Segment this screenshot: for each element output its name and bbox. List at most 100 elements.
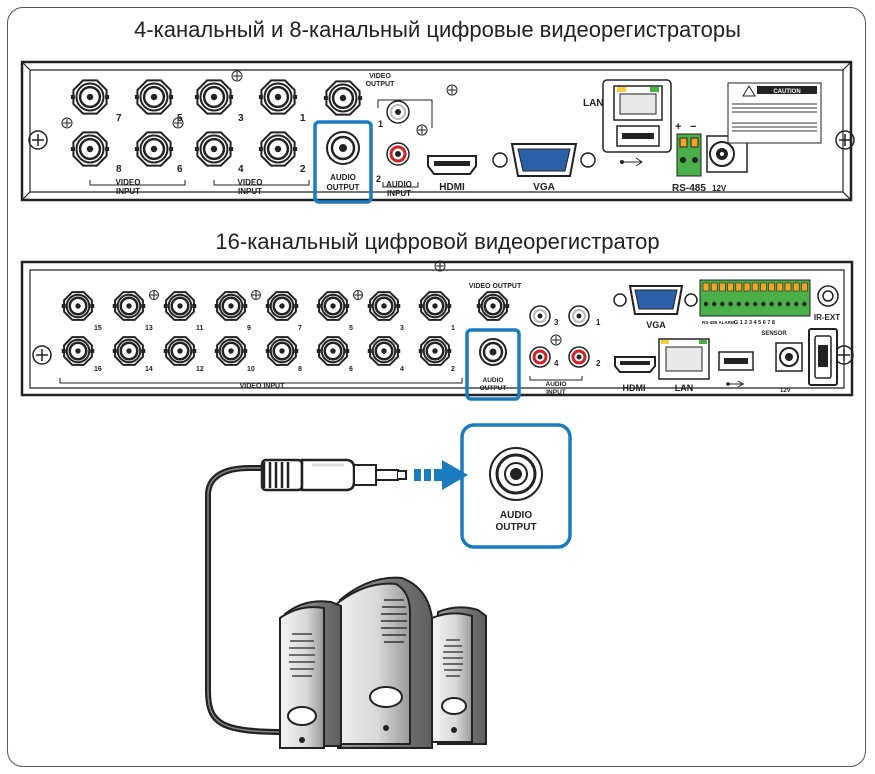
bnc-label-2: 2 — [300, 164, 306, 175]
audio-input-number: 3 — [554, 318, 559, 327]
ir-ext-jack — [817, 285, 839, 307]
hdmi-label: HDMI — [439, 182, 465, 193]
power-jack — [706, 135, 748, 173]
audio-output-label: AUDIO — [330, 173, 356, 182]
video-input-label: VIDEO INPUT — [240, 383, 285, 390]
bnc-label-7: 7 — [116, 113, 122, 124]
rs485-terminal — [676, 133, 702, 177]
bnc-label: 11 — [196, 325, 204, 332]
speaker-cable — [205, 465, 288, 735]
vga-label: VGA — [533, 182, 555, 193]
bnc-label-8: 8 — [116, 164, 122, 175]
video-input-label: VIDEO — [116, 178, 141, 187]
vga-port — [613, 285, 698, 315]
bnc-label: 2 — [451, 366, 455, 373]
audio-input-label: INPUT — [546, 389, 566, 396]
hdmi-port — [614, 356, 656, 373]
bnc-connector — [418, 291, 452, 321]
power-label: 12V — [780, 388, 791, 394]
sensor-label: SENSOR — [761, 331, 787, 337]
ground-screw — [446, 84, 458, 96]
usb-icon — [726, 380, 744, 388]
bnc-label: 12 — [196, 366, 204, 373]
dvr-8ch-rear-panel: 7 5 3 1 8 6 4 2 VIDEO INPUT VIDEO INPUT … — [20, 60, 855, 204]
bnc-connector — [258, 79, 298, 115]
bnc-label-3: 3 — [238, 113, 244, 124]
bnc-connector — [70, 131, 110, 167]
video-input-label: VIDEO — [238, 178, 263, 187]
diagram-frame — [7, 7, 866, 767]
bnc-connector — [265, 291, 299, 321]
audio-output-label: AUDIO — [483, 377, 504, 384]
audio-input-label: AUDIO — [546, 381, 567, 388]
video-input-label: INPUT — [116, 187, 140, 196]
audio-output-highlight — [465, 328, 521, 401]
ground-screw — [149, 290, 159, 300]
audio-input-jack — [568, 305, 590, 327]
title-16-channel: 16-канальный цифровой видеорегистратор — [215, 229, 660, 254]
speaker-center — [328, 576, 433, 749]
bnc-label: 9 — [247, 325, 251, 332]
audio-input-label: INPUT — [387, 189, 411, 198]
bnc-connector — [316, 336, 350, 366]
speaker-left — [279, 600, 342, 749]
bnc-label-6: 6 — [177, 164, 183, 175]
ground-screw — [61, 117, 73, 129]
audio-output-highlight — [313, 120, 373, 204]
polarity-minus: − — [690, 121, 696, 133]
bnc-connector — [134, 79, 174, 115]
usb-port — [718, 351, 754, 371]
bnc-connector — [367, 336, 401, 366]
rs485-alarm-label: RS-485 ALARM — [702, 320, 735, 325]
audio-output-jack — [479, 338, 507, 366]
bnc-connector — [194, 79, 234, 115]
audio-input-jacks — [529, 305, 590, 368]
bnc-label: 7 — [298, 325, 302, 332]
caution-label — [727, 82, 822, 144]
bnc-connector — [214, 336, 248, 366]
audio-input-number: 2 — [376, 174, 381, 184]
power-jack — [775, 342, 803, 372]
bnc-connector — [367, 291, 401, 321]
audio-input-number: 2 — [596, 359, 601, 368]
audio-output-label: OUTPUT — [327, 183, 360, 192]
bnc-label: 5 — [349, 325, 353, 332]
bnc-label-1: 1 — [300, 113, 306, 124]
bnc-connector — [112, 336, 146, 366]
bnc-connector — [61, 336, 95, 366]
bnc-video-input-row — [61, 290, 452, 366]
vga-label: VGA — [646, 320, 666, 330]
ground-screw — [251, 290, 261, 300]
audio-input-number: 1 — [596, 318, 601, 327]
bnc-label: 3 — [400, 325, 404, 332]
alarm-sensor-terminal-block — [699, 279, 811, 317]
mount-screw — [28, 130, 48, 150]
bnc-connector — [112, 291, 146, 321]
audio-output-jack — [326, 131, 360, 165]
bnc-connector — [134, 131, 174, 167]
rca-plug — [260, 458, 407, 492]
bnc-connector — [258, 131, 298, 167]
callout-label: AUDIO — [500, 510, 532, 521]
audio-input-label: AUDIO — [386, 180, 412, 189]
bnc-label: 4 — [400, 366, 404, 373]
audio-input-jack-2 — [386, 142, 410, 166]
rs485-label: RS-485 — [672, 183, 706, 194]
polarity-plus: + — [675, 121, 681, 133]
lan-label: LAN — [583, 98, 604, 109]
caution-text: CAUTION — [773, 89, 800, 95]
bnc-connector — [323, 80, 363, 116]
bnc-connector — [476, 291, 510, 321]
mount-screw — [32, 345, 52, 365]
audio-input-jack — [568, 346, 590, 368]
hdmi-port — [427, 155, 477, 175]
bnc-label-5: 5 — [177, 113, 183, 124]
audio-output-callout — [460, 423, 572, 549]
ground-screw — [172, 117, 184, 129]
audio-input-jack — [529, 305, 551, 327]
bnc-connector — [61, 291, 95, 321]
usb-icon — [620, 157, 643, 167]
ground-screw — [434, 260, 446, 272]
bnc-label: 1 — [451, 325, 455, 332]
